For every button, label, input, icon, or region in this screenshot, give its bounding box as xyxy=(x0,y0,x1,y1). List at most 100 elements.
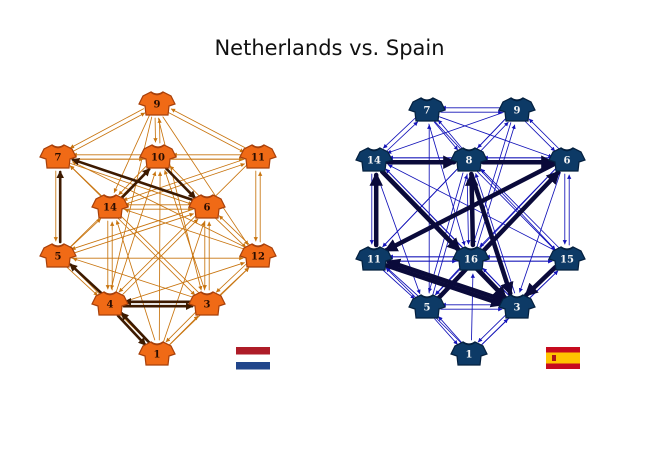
spain-pass-1-to-5 xyxy=(438,316,462,343)
player-number: 16 xyxy=(464,255,478,266)
player-number: 4 xyxy=(107,300,114,311)
spain-pass-3-to-11 xyxy=(386,258,507,303)
netherlands-pass-6-to-7 xyxy=(71,157,196,202)
netherlands-pass-9-to-4 xyxy=(110,116,153,290)
netherlands-pass-12-to-7 xyxy=(71,161,247,249)
player-number: 14 xyxy=(367,156,381,167)
spain-pass-15-to-8 xyxy=(480,168,560,248)
netherlands-pass-3-to-5 xyxy=(72,257,195,299)
player-number: 7 xyxy=(424,106,431,117)
spain-pass-16-to-8 xyxy=(464,172,479,248)
spain-pass-6-to-5 xyxy=(435,168,557,296)
spain-pass-edges xyxy=(369,105,572,347)
spain-player-5: 5 xyxy=(408,294,446,319)
player-number: 11 xyxy=(367,255,381,266)
netherlands-player-10: 10 xyxy=(139,144,177,169)
netherlands-pass-6-to-12 xyxy=(215,217,247,248)
spain-pass-8-to-3 xyxy=(469,171,514,296)
player-number: 9 xyxy=(514,106,521,117)
netherlands-pass-4-to-1 xyxy=(116,314,147,346)
player-number: 6 xyxy=(204,203,211,214)
netherlands-player-12: 12 xyxy=(239,243,277,268)
spain-player-15: 15 xyxy=(548,246,586,271)
netherlands-player-1: 1 xyxy=(138,341,176,366)
spain-pass-6-to-9 xyxy=(528,118,560,149)
player-number: 14 xyxy=(103,203,117,214)
player-number: 15 xyxy=(560,255,574,266)
spain-pass-7-to-8 xyxy=(433,121,459,151)
netherlands-pass-9-to-11 xyxy=(167,112,245,153)
player-number: 12 xyxy=(251,252,265,263)
player-number: 1 xyxy=(466,350,473,361)
player-number: 7 xyxy=(55,153,62,164)
netherlands-pass-1-to-6 xyxy=(163,221,206,342)
spain-pass-8-to-5 xyxy=(428,172,464,293)
spain-pass-network: 7 9 14 8 6 11 16 15 5 3 1 xyxy=(355,97,586,369)
spain-pass-16-to-9 xyxy=(476,124,516,247)
spain-pass-1-to-16 xyxy=(470,273,475,341)
netherlands-pass-5-to-6 xyxy=(71,212,194,255)
player-number: 9 xyxy=(154,100,161,111)
netherlands-player-9: 9 xyxy=(138,91,176,116)
page-title: Netherlands vs. Spain xyxy=(214,36,445,60)
spain-pass-7-to-16 xyxy=(428,123,466,246)
netherlands-pass-3-to-1 xyxy=(165,311,196,343)
spain-pass-11-to-3 xyxy=(384,263,505,308)
player-number: 5 xyxy=(424,303,431,314)
spain-player-9: 9 xyxy=(498,97,536,122)
player-number: 8 xyxy=(466,156,473,167)
spain-pass-5-to-1 xyxy=(434,318,458,345)
netherlands-pass-1-to-10 xyxy=(157,171,163,341)
spain-pass-6-to-3 xyxy=(518,172,561,293)
spain-pass-7-to-14 xyxy=(382,117,416,149)
netherlands-pass-7-to-9 xyxy=(70,112,146,153)
spain-pass-5-to-6 xyxy=(435,170,561,301)
player-number: 3 xyxy=(204,300,211,311)
netherlands-pass-9-to-14 xyxy=(113,115,150,193)
player-number: 10 xyxy=(151,153,165,164)
spain-pass-5-to-11 xyxy=(386,266,419,297)
spain-player-11: 11 xyxy=(355,246,393,271)
spain-pass-14-to-3 xyxy=(379,169,508,301)
netherlands-pass-5-to-14 xyxy=(69,218,102,249)
netherlands-player-14: 14 xyxy=(91,194,129,219)
spain-player-14: 14 xyxy=(355,147,393,172)
netherlands-pass-12-to-14 xyxy=(124,208,246,250)
spain-pass-8-to-9 xyxy=(479,121,509,152)
netherlands-player-3: 3 xyxy=(188,291,226,316)
netherlands-player-7: 7 xyxy=(39,144,77,169)
spain-flag-icon xyxy=(546,347,580,369)
player-number: 3 xyxy=(514,303,521,314)
netherlands-pass-1-to-4 xyxy=(120,312,151,344)
netherlands-pass-9-to-12 xyxy=(162,116,249,246)
netherlands-players: 9 7 10 11 14 6 5 12 4 3 1 xyxy=(39,91,277,366)
player-number: 6 xyxy=(564,156,571,167)
spain-pass-15-to-3 xyxy=(524,264,558,298)
netherlands-pass-3-to-10 xyxy=(163,170,206,291)
spain-player-6: 6 xyxy=(548,147,586,172)
spain-pass-9-to-6 xyxy=(524,121,556,152)
netherlands-pass-14-to-10 xyxy=(120,168,151,200)
netherlands-flag-icon xyxy=(236,347,270,370)
player-number: 1 xyxy=(154,350,161,361)
netherlands-player-11: 11 xyxy=(239,144,277,169)
spain-pass-14-to-7 xyxy=(385,121,419,153)
spain-player-1: 1 xyxy=(450,341,488,366)
spain-pass-9-to-16 xyxy=(472,122,512,245)
netherlands-pass-12-to-3 xyxy=(215,263,247,293)
netherlands-pass-edges xyxy=(53,108,263,347)
netherlands-pass-network: 9 7 10 11 14 6 5 12 4 3 1 xyxy=(39,91,277,370)
netherlands-pass-5-to-4 xyxy=(66,266,98,296)
netherlands-pass-9-to-7 xyxy=(69,108,145,149)
netherlands-player-5: 5 xyxy=(39,243,77,268)
netherlands-pass-7-to-6 xyxy=(70,163,193,206)
spain-pass-8-to-7 xyxy=(437,119,463,149)
netherlands-pass-14-to-11 xyxy=(123,163,245,206)
netherlands-pass-3-to-7 xyxy=(69,165,200,294)
player-number: 11 xyxy=(251,153,265,164)
spain-pass-7-to-6 xyxy=(438,116,553,158)
spain-player-8: 8 xyxy=(450,147,488,172)
netherlands-pass-14-to-3 xyxy=(117,218,196,296)
netherlands-pass-11-to-9 xyxy=(170,108,248,149)
